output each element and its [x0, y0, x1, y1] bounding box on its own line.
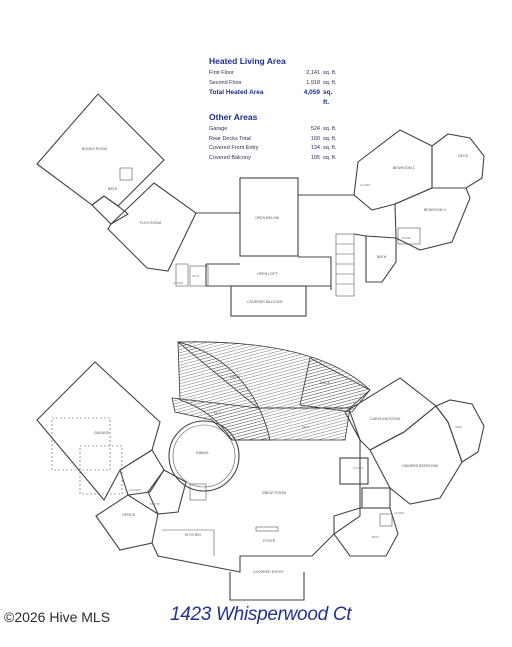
room-label-open-loft: OPEN LOFT: [257, 272, 278, 276]
area-row: First Floor 2,141 sq. ft.: [209, 70, 337, 76]
room-label-deck-b: DECK: [320, 381, 331, 385]
room-label-kitchen: KITCHEN: [185, 533, 201, 537]
area-row: Covered Front Entry 134 sq. ft.: [209, 145, 337, 151]
room-label-bedroom-3: BEDROOM 3: [424, 208, 446, 212]
room-label-deck-upper: DECK: [458, 154, 469, 158]
mls-watermark: ©2026 Hive MLS: [4, 609, 111, 625]
room-label-owners-bedroom: OWNERS BEDROOM: [402, 464, 438, 468]
lower-floor-plan: [36, 341, 485, 601]
room-label-deck-d: DECK: [302, 425, 309, 429]
area-row: Rear Decks Total 160 sq. ft.: [209, 135, 337, 142]
area-row: Covered Balcony 105 sq. ft.: [209, 154, 337, 161]
room-label-foyer: FOYER: [263, 539, 276, 543]
room-label-deck-owner: DECK: [455, 425, 462, 429]
property-address: 1423 Whisperwood Ct: [170, 604, 352, 625]
room-label-attic: ATTIC: [192, 274, 199, 278]
area-row: Garage 524 sq. ft.: [209, 126, 337, 132]
heated-area-heading: Heated Living Area: [209, 56, 286, 66]
room-label-open-below: OPEN BELOW: [255, 216, 280, 220]
room-label-deck-a: DECK: [230, 375, 241, 379]
room-label-closet-1: CLOSET: [353, 466, 364, 470]
room-label-office: OFFICE: [122, 513, 136, 517]
room-label-bath-lower: BATH: [372, 535, 379, 539]
room-label-laundry: LAUNDRY: [129, 488, 142, 492]
room-label-carolina-room: CAROLINA ROOM: [370, 417, 400, 421]
upper-room-labels: BONUS ROOM BATH FLEX ROOM OPEN BELOW OPE…: [82, 147, 469, 304]
area-row: Second Floor 1,918 sq. ft.: [209, 79, 337, 86]
room-label-bath-upper: BATH: [108, 187, 118, 191]
room-label-pantry: PANTRY: [150, 502, 161, 506]
rear-deck-right: [299, 357, 371, 413]
room-label-closet-2: CLOSET: [394, 511, 405, 515]
room-label-bedroom-2: BEDROOM 2: [393, 166, 415, 170]
room-label-great-room: GREAT ROOM: [262, 491, 286, 495]
room-label-closet-b2: CLOSET: [360, 183, 371, 187]
room-label-dining: DINING: [196, 451, 209, 455]
room-label-bath-upper-2: BATH: [377, 255, 387, 259]
area-summary: Heated Living Area First Floor 2,141 sq.…: [209, 56, 339, 163]
rear-deck-lower: [171, 397, 351, 441]
room-label-deck-c: DECK: [214, 411, 221, 415]
room-label-flex: FLEX ROOM: [140, 221, 161, 225]
total-heated-row: Total Heated Area 4,059 sq. ft.: [209, 89, 333, 106]
lower-room-labels: DECK DECK DECK DECK GARAGE DINING LAUNDR…: [94, 375, 462, 574]
room-label-garage: GARAGE: [94, 431, 110, 435]
room-label-closet-b3: CLOSET: [401, 236, 412, 240]
room-label-closet-upper: CLOSET: [173, 281, 184, 285]
upper-floor-plan: [36, 93, 485, 317]
room-label-covered-balcony: COVERED BALCONY: [247, 300, 284, 304]
room-label-covered-entry: COVERED ENTRY: [253, 570, 284, 574]
other-area-heading: Other Areas: [209, 112, 258, 122]
room-label-bonus: BONUS ROOM: [82, 147, 107, 151]
